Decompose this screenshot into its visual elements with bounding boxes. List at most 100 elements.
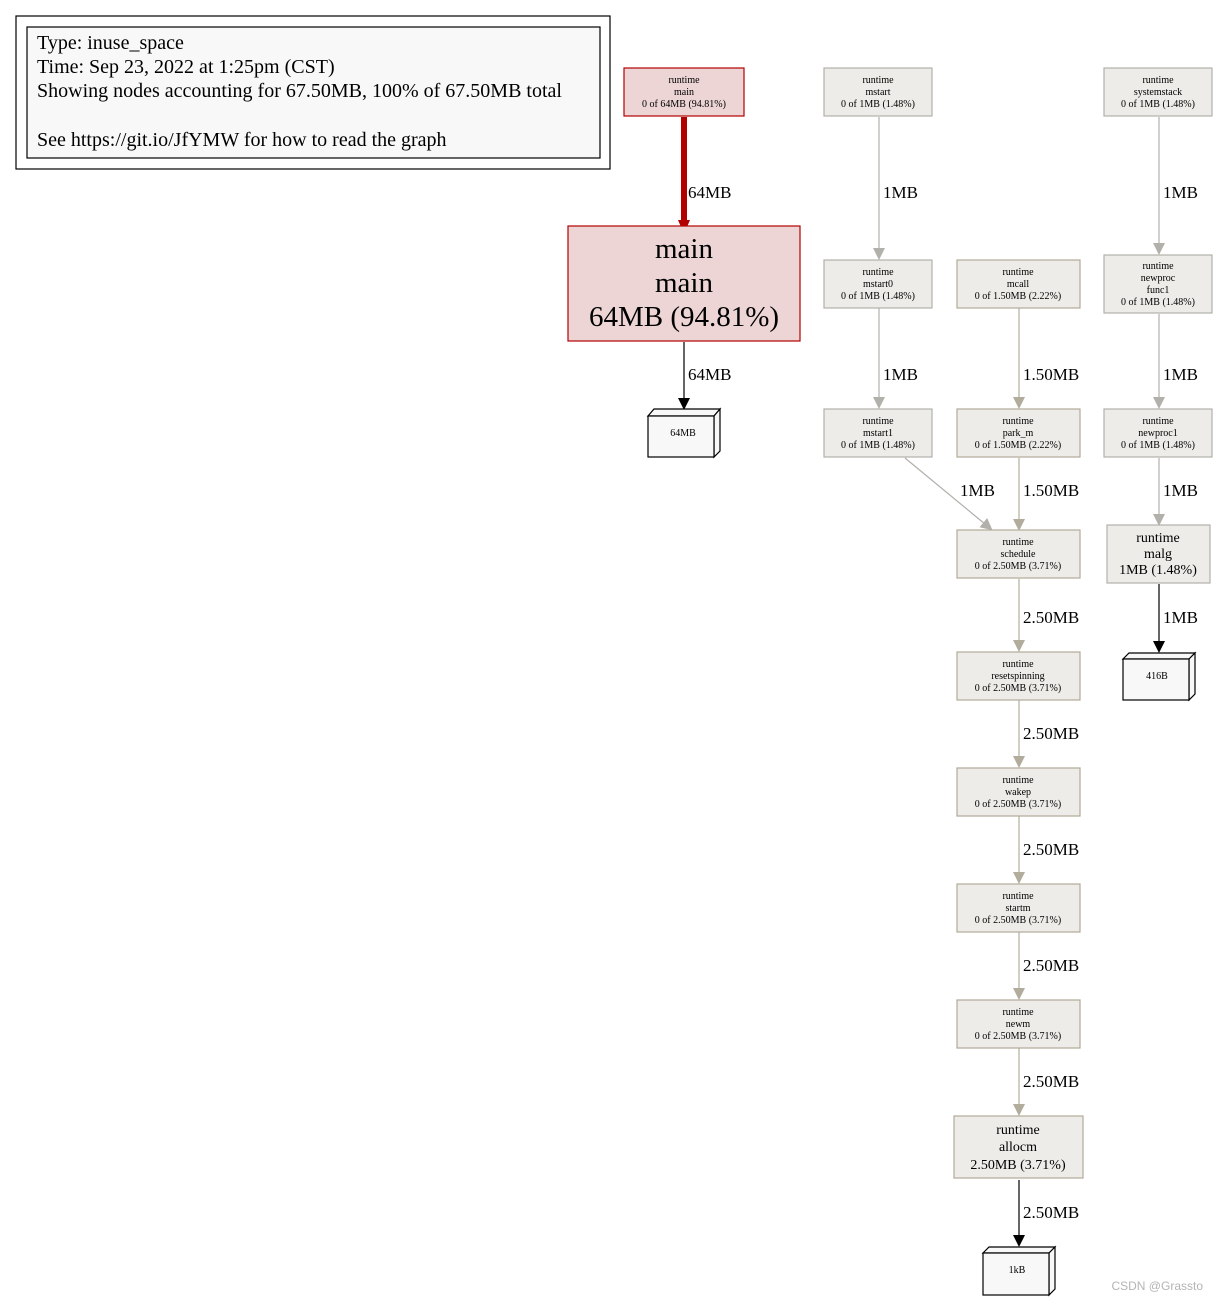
node-label: runtime [1142, 75, 1174, 86]
edge-label: 2.50MB [1023, 1072, 1079, 1091]
node-label: 0 of 1MB (1.48%) [1121, 297, 1195, 308]
node-label: park_m [1003, 428, 1034, 439]
node-label: newm [1006, 1019, 1031, 1030]
legend-line-type: Type: inuse_space [37, 32, 184, 54]
node-runtime-park-m[interactable]: runtime park_m 0 of 1.50MB (2.22%) [956, 408, 1081, 458]
node-runtime-mstart0[interactable]: runtime mstart0 0 of 1MB (1.48%) [823, 259, 933, 309]
node-label: 0 of 1MB (1.48%) [841, 99, 915, 110]
node-label: 0 of 1MB (1.48%) [1121, 440, 1195, 451]
node-label: mcall [1007, 279, 1029, 290]
edge-label: 1.50MB [1023, 365, 1079, 384]
node-label: 0 of 1.50MB (2.22%) [975, 291, 1061, 302]
node-runtime-startm[interactable]: runtime startm 0 of 2.50MB (3.71%) [956, 883, 1081, 933]
node-box-64mb[interactable]: 64MB [646, 407, 722, 459]
edge-label: 1MB [960, 481, 995, 500]
node-runtime-allocm[interactable]: runtime allocm 2.50MB (3.71%) [953, 1115, 1084, 1179]
node-label: 0 of 64MB (94.81%) [642, 99, 726, 110]
node-label: schedule [1001, 549, 1037, 560]
node-label: resetspinning [991, 671, 1044, 682]
node-runtime-newm[interactable]: runtime newm 0 of 2.50MB (3.71%) [956, 999, 1081, 1049]
edge-label: 64MB [688, 183, 731, 202]
node-label: runtime [1002, 659, 1034, 670]
node-label: 0 of 2.50MB (3.71%) [975, 1031, 1061, 1042]
legend-line-time: Time: Sep 23, 2022 at 1:25pm (CST) [37, 56, 335, 78]
edge-label: 1.50MB [1023, 481, 1079, 500]
node-label: runtime [1002, 267, 1034, 278]
edge-label: 1MB [883, 183, 918, 202]
node-runtime-schedule[interactable]: runtime schedule 0 of 2.50MB (3.71%) [956, 529, 1081, 579]
edges: 64MB 64MB 1MB 1MB 1MB 1.50MB 1.50MB 2.50… [678, 117, 1198, 1247]
node-label: 0 of 2.50MB (3.71%) [975, 915, 1061, 926]
node-label: runtime [862, 267, 894, 278]
node-runtime-systemstack[interactable]: runtime systemstack 0 of 1MB (1.48%) [1103, 67, 1213, 117]
node-label: runtime [996, 1123, 1040, 1138]
node-runtime-wakep[interactable]: runtime wakep 0 of 2.50MB (3.71%) [956, 767, 1081, 817]
node-box-416b[interactable]: 416B [1121, 651, 1197, 702]
node-label: systemstack [1134, 87, 1182, 98]
node-label: runtime [1002, 416, 1034, 427]
edge-label: 1MB [1163, 183, 1198, 202]
node-label: main [674, 87, 694, 98]
legend-line-summary: Showing nodes accounting for 67.50MB, 10… [37, 80, 562, 102]
node-label: 0 of 1MB (1.48%) [841, 440, 915, 451]
node-label: 1kB [1009, 1265, 1026, 1276]
node-label: 64MB (94.81%) [589, 301, 779, 333]
edge-label: 64MB [688, 365, 731, 384]
legend: Type: inuse_space Time: Sep 23, 2022 at … [15, 15, 611, 170]
node-label: mstart1 [863, 428, 893, 439]
node-label: 0 of 1MB (1.48%) [1121, 99, 1195, 110]
edge-label: 2.50MB [1023, 956, 1079, 975]
node-box-1kb[interactable]: 1kB [981, 1245, 1057, 1297]
node-label: runtime [1142, 416, 1174, 427]
edge-label: 1MB [1163, 365, 1198, 384]
node-label: runtime [1136, 531, 1180, 546]
node-label: runtime [1002, 1007, 1034, 1018]
edge-mstart1-to-schedule [904, 457, 993, 531]
node-label: runtime [862, 75, 894, 86]
edge-label: 2.50MB [1023, 608, 1079, 627]
node-label: main [655, 267, 713, 299]
node-label: runtime [668, 75, 700, 86]
node-label: 0 of 1MB (1.48%) [841, 291, 915, 302]
node-label: runtime [1142, 261, 1174, 272]
node-label: malg [1144, 547, 1172, 562]
edge-label: 2.50MB [1023, 840, 1079, 859]
legend-line-help: See https://git.io/JfYMW for how to read… [37, 129, 447, 151]
node-label: func1 [1147, 285, 1170, 296]
node-runtime-mstart1[interactable]: runtime mstart1 0 of 1MB (1.48%) [823, 408, 933, 458]
edge-label: 2.50MB [1023, 1203, 1079, 1222]
node-label: 64MB [670, 428, 696, 439]
node-label: runtime [862, 416, 894, 427]
edge-label: 2.50MB [1023, 724, 1079, 743]
watermark: CSDN @Grassto [1111, 1279, 1203, 1293]
edge-label: 1MB [883, 365, 918, 384]
edge-label: 1MB [1163, 481, 1198, 500]
node-label: 2.50MB (3.71%) [970, 1158, 1066, 1173]
node-main-main[interactable]: main main 64MB (94.81%) [567, 225, 801, 342]
node-label: runtime [1002, 537, 1034, 548]
node-runtime-newproc1[interactable]: runtime newproc1 0 of 1MB (1.48%) [1103, 408, 1213, 458]
node-runtime-mcall[interactable]: runtime mcall 0 of 1.50MB (2.22%) [956, 259, 1081, 309]
node-label: main [655, 233, 713, 265]
node-label: startm [1006, 903, 1031, 914]
edge-label: 1MB [1163, 608, 1198, 627]
node-label: allocm [999, 1140, 1037, 1155]
node-runtime-newproc-func1[interactable]: runtime newproc func1 0 of 1MB (1.48%) [1103, 254, 1213, 314]
node-label: newproc1 [1138, 428, 1177, 439]
node-label: mstart0 [863, 279, 893, 290]
nodes: runtime main 0 of 64MB (94.81%) main mai… [567, 67, 1213, 1297]
node-label: 0 of 1.50MB (2.22%) [975, 440, 1061, 451]
node-label: newproc [1141, 273, 1176, 284]
node-label: 0 of 2.50MB (3.71%) [975, 799, 1061, 810]
node-runtime-mstart[interactable]: runtime mstart 0 of 1MB (1.48%) [823, 67, 933, 117]
node-label: runtime [1002, 775, 1034, 786]
node-label: 1MB (1.48%) [1119, 563, 1197, 578]
node-label: 0 of 2.50MB (3.71%) [975, 683, 1061, 694]
node-runtime-main[interactable]: runtime main 0 of 64MB (94.81%) [623, 67, 745, 117]
node-label: wakep [1005, 787, 1031, 798]
node-runtime-malg[interactable]: runtime malg 1MB (1.48%) [1106, 524, 1211, 584]
node-runtime-resetspinning[interactable]: runtime resetspinning 0 of 2.50MB (3.71%… [956, 651, 1081, 701]
node-label: 416B [1146, 671, 1168, 682]
node-label: mstart [866, 87, 891, 98]
